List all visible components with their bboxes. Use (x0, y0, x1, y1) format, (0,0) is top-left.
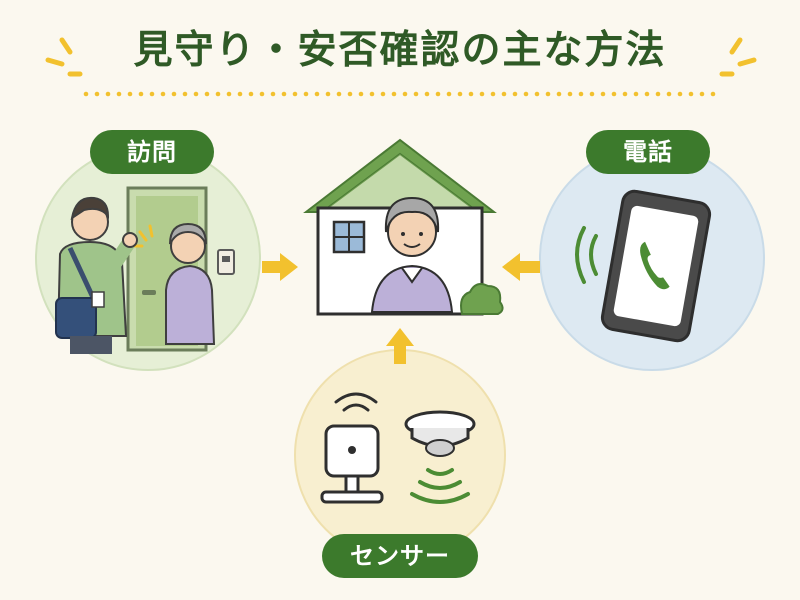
underline-dot (567, 91, 573, 97)
underline-dot (380, 91, 386, 97)
underline-dot (248, 91, 254, 97)
underline-dot (215, 91, 221, 97)
sensor-label: センサー (322, 534, 478, 578)
underline-dot (710, 91, 716, 97)
underline-dot (193, 91, 199, 97)
underline-dot (127, 91, 133, 97)
underline-dot (226, 91, 232, 97)
page-title: 見守り・安否確認の主な方法 (133, 28, 667, 73)
underline-dot (369, 91, 375, 97)
house-with-elderly-person-icon (303, 138, 504, 316)
underline-dot (699, 91, 705, 97)
underline-dot (171, 91, 177, 97)
underline-dot (182, 91, 188, 97)
arrow-visit-to-house (262, 253, 298, 281)
underline-dot (303, 91, 309, 97)
underline-dot (457, 91, 463, 97)
underline-dot (325, 91, 331, 97)
underline-dot (523, 91, 529, 97)
underline-dot (611, 91, 617, 97)
underline-dot (688, 91, 694, 97)
underline-dot (259, 91, 265, 97)
underline-dot (116, 91, 122, 97)
smartphone-call-icon (575, 189, 712, 343)
underline-dot (468, 91, 474, 97)
underline-dot (578, 91, 584, 97)
underline-dot (391, 91, 397, 97)
underline-dot (160, 91, 166, 97)
arrow-phone-to-house (502, 253, 540, 281)
underline-dot (292, 91, 298, 97)
underline-dot (622, 91, 628, 97)
underline-dot (402, 91, 408, 97)
visit-label: 訪問 (90, 130, 214, 174)
underline-dot (655, 91, 661, 97)
underline-dot (501, 91, 507, 97)
underline-dot (534, 91, 540, 97)
underline-dot (435, 91, 441, 97)
title-dotted-underline (83, 91, 716, 97)
underline-dot (644, 91, 650, 97)
underline-dot (479, 91, 485, 97)
underline-dot (666, 91, 672, 97)
underline-dot (358, 91, 364, 97)
underline-dot (545, 91, 551, 97)
underline-dot (237, 91, 243, 97)
underline-dot (314, 91, 320, 97)
underline-dot (589, 91, 595, 97)
underline-dot (490, 91, 496, 97)
underline-dot (424, 91, 430, 97)
underline-dot (446, 91, 452, 97)
underline-dot (105, 91, 111, 97)
underline-dot (204, 91, 210, 97)
underline-dot (347, 91, 353, 97)
underline-dot (512, 91, 518, 97)
underline-dot (149, 91, 155, 97)
title-left-rays (45, 37, 83, 77)
phone-label: 電話 (586, 130, 710, 174)
title-right-rays (719, 37, 757, 77)
underline-dot (633, 91, 639, 97)
underline-dot (413, 91, 419, 97)
underline-dot (281, 91, 287, 97)
visitor-at-door-icon (55, 186, 235, 354)
underline-dot (336, 91, 342, 97)
underline-dot (94, 91, 100, 97)
arrow-sensor-to-house (386, 328, 414, 364)
sensor-devices-icon (320, 392, 476, 504)
underline-dot (677, 91, 683, 97)
underline-dot (600, 91, 606, 97)
underline-dot (270, 91, 276, 97)
underline-dot (556, 91, 562, 97)
underline-dot (138, 91, 144, 97)
underline-dot (83, 91, 89, 97)
